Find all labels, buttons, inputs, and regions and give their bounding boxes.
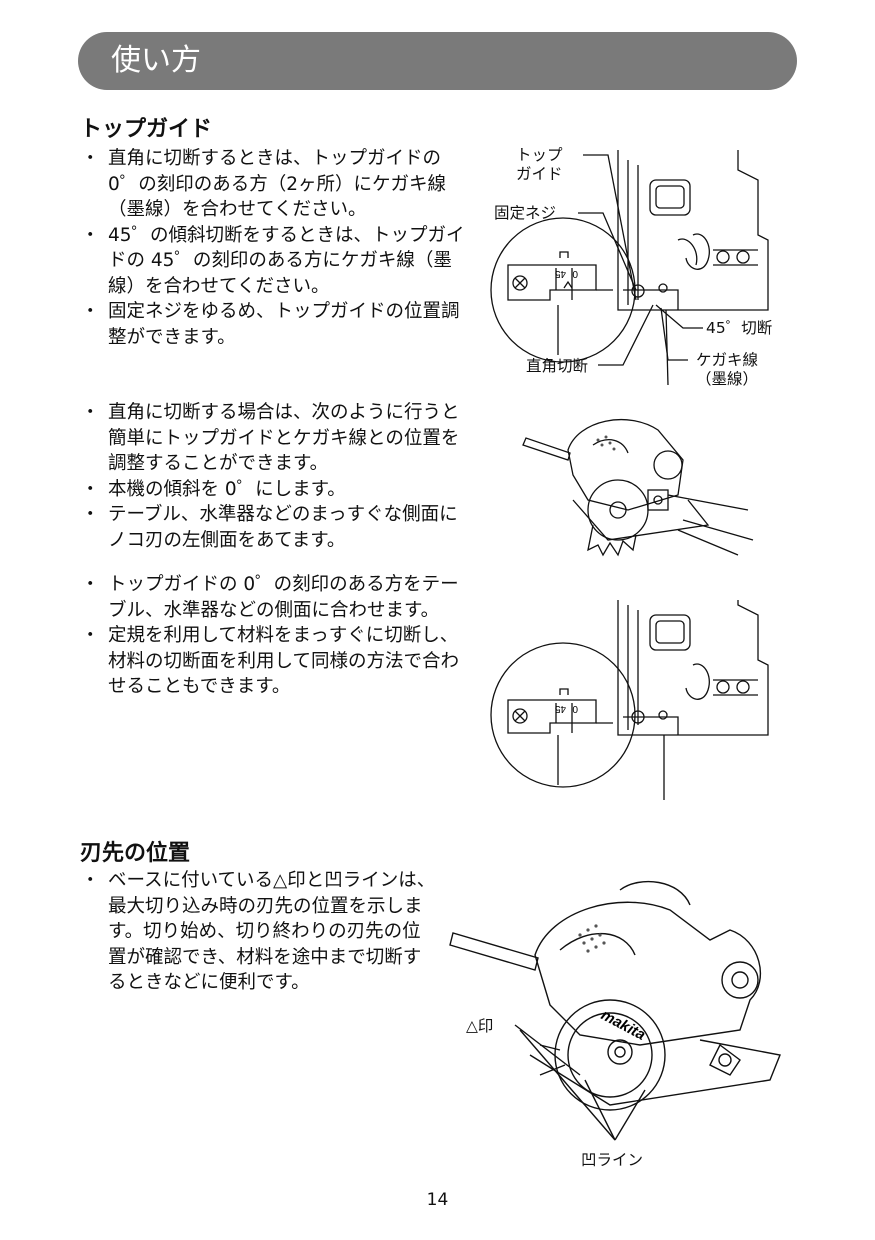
page-number: 14 — [426, 1190, 449, 1210]
list-item: ・テーブル、水準器などのまっすぐな側面にノコ刃の左側面をあてます。 — [81, 504, 458, 551]
list-item: ・直角に切断する場合は、次のように行うと簡単にトップガイドとケガキ線との位置を調… — [81, 402, 460, 474]
top-guide-diagram: 45 0 — [490, 150, 769, 386]
list-item: ・ベースに付いている△印と凹ラインは、最大切り込み時の刃先の位置を示します。切り… — [81, 870, 436, 993]
adjust-bullet-list: ・直角に切断する場合は、次のように行うと簡単にトップガイドとケガキ線との位置を調… — [78, 400, 466, 553]
top-guide-heading: トップガイド — [80, 117, 213, 142]
top-guide-callout: トップ ガイド — [516, 146, 563, 183]
scale-45-label: 45 — [554, 268, 566, 279]
top-guide-align-diagram: 45 0 — [490, 600, 769, 800]
blade-position-bullet-list: ・ベースに付いている△印と凹ラインは、最大切り込み時の刃先の位置を示します。切り… — [78, 868, 438, 996]
scale-0-label: 0 — [572, 268, 578, 279]
scale-0-label: 0 — [572, 703, 578, 714]
triangle-mark-callout: △印 — [466, 1017, 494, 1035]
page-title: 使い方 — [111, 43, 201, 78]
list-item: ・45゜の傾斜切断をするときは、トップガイドの 45゜の刻印のある方にケガキ線（… — [81, 224, 465, 297]
section-header-bar: 使い方 — [78, 32, 797, 90]
list-item: ・本機の傾斜を 0゜にします。 — [81, 478, 346, 500]
notch-line-callout: 凹ライン — [581, 1151, 644, 1169]
top-guide-bullet-list: ・直角に切断するときは、トップガイドの0゜の刻印のある方（2ヶ所）にケガキ線（墨… — [78, 146, 466, 350]
blade-position-heading: 刃先の位置 — [80, 841, 191, 866]
list-item: ・トップガイドの 0゜の刻印のある方をテーブル、水準器などの側面に合わせます。 — [81, 574, 459, 621]
scribe-line-callout: ケガキ線 （墨線） — [696, 351, 759, 388]
circular-saw-diagram: makita — [449, 880, 781, 1141]
right-angle-cut-callout: 直角切断 — [526, 357, 589, 375]
list-item: ・定規を利用して材料をまっすぐに切断し、材料の切断面を利用して同様の方法で合わせ… — [81, 625, 459, 697]
scale-45-label: 45 — [554, 703, 566, 714]
saw-against-table-diagram — [522, 418, 754, 557]
list-item: ・直角に切断するときは、トップガイドの0゜の刻印のある方（2ヶ所）にケガキ線（墨… — [81, 148, 447, 220]
cut-45-callout: 45゜切断 — [706, 319, 773, 337]
fixing-screw-callout: 固定ネジ — [494, 204, 557, 222]
align-bullet-list: ・トップガイドの 0゜の刻印のある方をテーブル、水準器などの側面に合わせます。 … — [78, 572, 466, 700]
list-item: ・固定ネジをゆるめ、トップガイドの位置調整ができます。 — [81, 301, 460, 348]
makita-logo: makita — [598, 1007, 648, 1044]
